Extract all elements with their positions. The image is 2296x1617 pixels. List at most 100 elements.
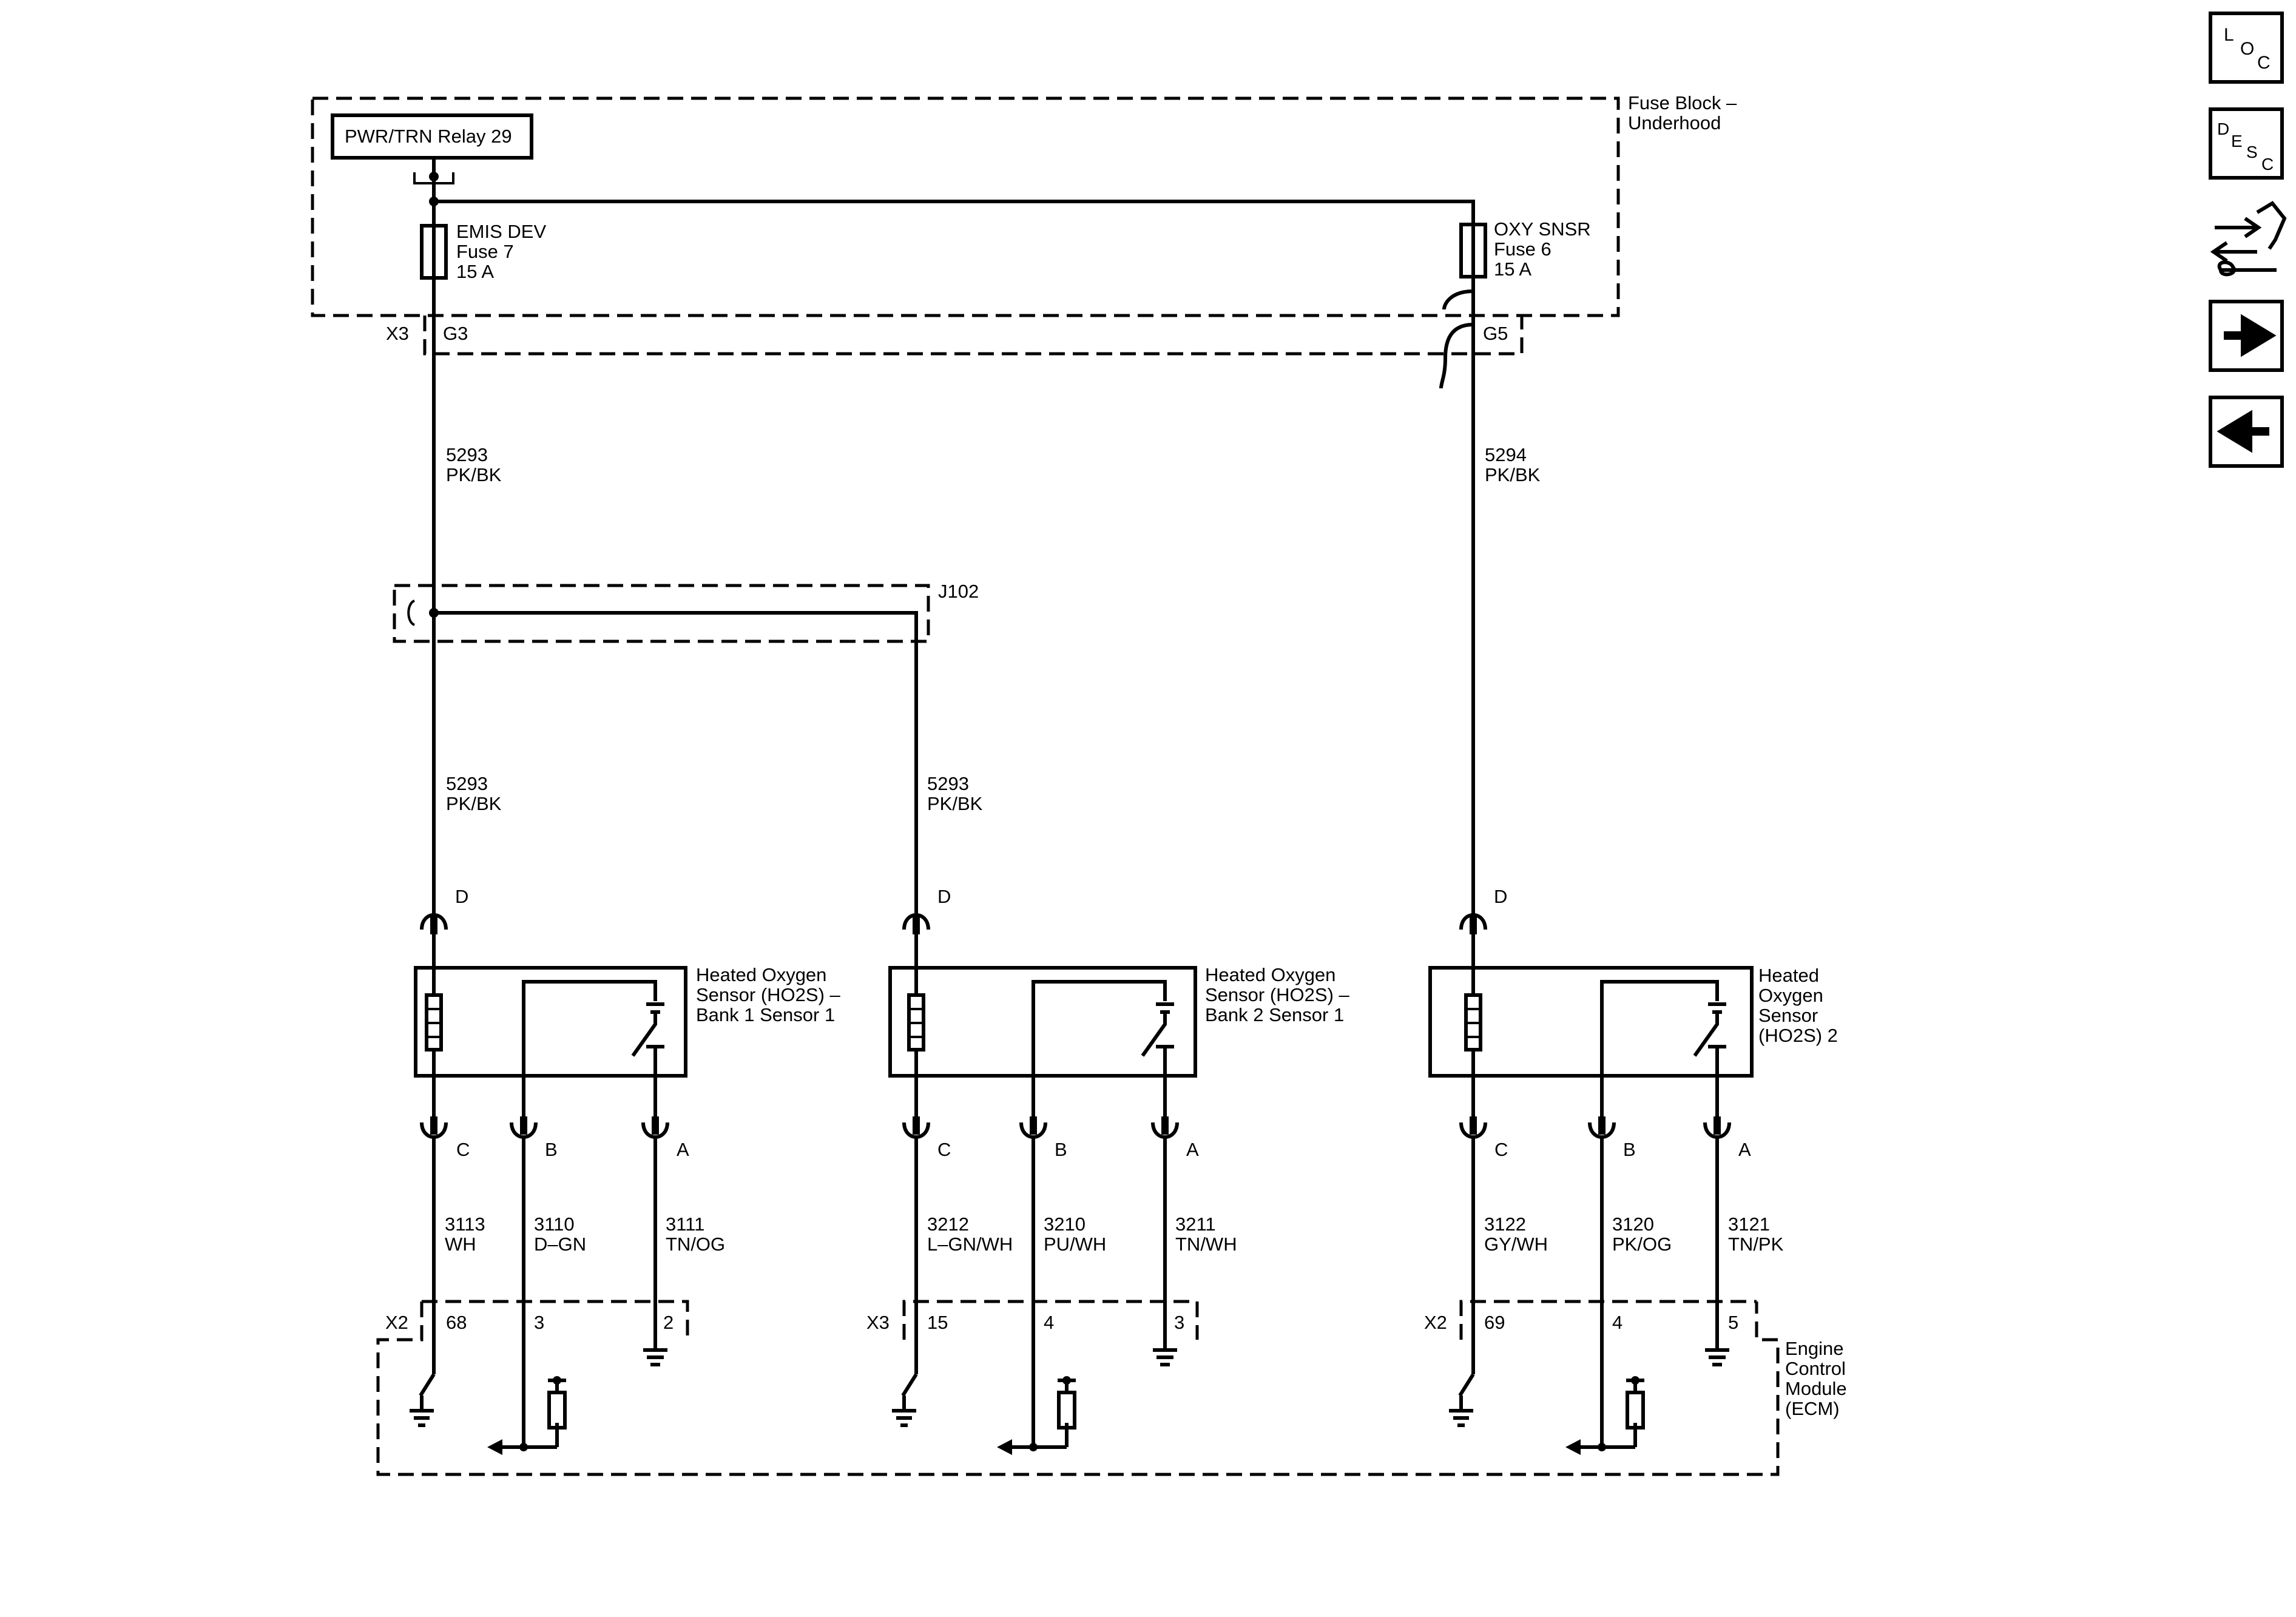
connector-pin	[1470, 1116, 1477, 1135]
ecm-pin-4b: 4	[1612, 1312, 1622, 1333]
wire-3210-circuit: 3210	[1044, 1214, 1086, 1235]
wire-3121-color: TN/PK	[1728, 1234, 1784, 1255]
ecm-switch-ground	[892, 1373, 918, 1427]
wire-5294-color: PK/BK	[1485, 464, 1541, 485]
service-tools-button[interactable]	[2210, 201, 2287, 277]
fuse6-name: OXY SNSR	[1494, 218, 1591, 240]
wire-3113-color: WH	[445, 1234, 476, 1255]
connector-pin	[1161, 1116, 1169, 1135]
ecm-conn-mid: X3	[866, 1312, 890, 1333]
d-conn-3-pin	[1470, 915, 1477, 934]
connector-cup	[1703, 1122, 1731, 1139]
loc-letter-c: C	[2257, 53, 2271, 73]
d-conn-3-label: D	[1494, 886, 1507, 907]
ecm-input-arrow	[1565, 1439, 1581, 1455]
ecm-pin-15: 15	[927, 1312, 948, 1333]
connector-cup	[1459, 1122, 1487, 1139]
connector-pin	[652, 1116, 659, 1135]
next-button-frame	[2209, 300, 2284, 372]
ecm-pin-3a: 3	[534, 1312, 544, 1333]
ecm-signal-node	[1598, 1443, 1606, 1451]
sensor-3-line-1: Heated	[1758, 965, 1819, 986]
previous-button[interactable]	[2209, 396, 2284, 468]
sensor-1-line-1: Heated Oxygen	[696, 964, 826, 985]
wire-5293-color: PK/BK	[446, 464, 502, 485]
sensor-3-cell-top	[1708, 1002, 1726, 1014]
splice-symbol	[407, 599, 416, 626]
next-button[interactable]	[2209, 300, 2284, 372]
ecm-resistor	[1626, 1391, 1645, 1430]
ecm-ref-node	[1062, 1376, 1071, 1385]
sensor-3-signal-path	[1600, 980, 1719, 1076]
bidirectional-arrows-icon	[2210, 217, 2262, 263]
wrench-icon	[2217, 260, 2277, 277]
connector-pin	[430, 1116, 437, 1135]
connector-cup	[420, 1122, 448, 1139]
d-conn-2-label: D	[937, 886, 951, 907]
loc-button[interactable]: L O C	[2209, 12, 2284, 84]
splice-node	[429, 608, 439, 618]
loc-letter-l: L	[2224, 25, 2234, 45]
desc-button[interactable]: D E S C	[2209, 107, 2284, 180]
wire-3111-circuit: 3111	[666, 1214, 704, 1235]
wire-5293-circuit: 5293	[446, 444, 488, 465]
wire-3120-circuit: 3120	[1612, 1214, 1654, 1235]
nav-panel: L O C D E S C	[2209, 12, 2287, 468]
ecm-connector-strips	[422, 1300, 1757, 1340]
ecm-conn-left: X2	[385, 1312, 408, 1333]
sensor-3-heater-lines	[1466, 1008, 1481, 1038]
wire-5293-mid-right-color: PK/BK	[927, 793, 983, 814]
wire-3120-color: PK/OG	[1612, 1234, 1672, 1255]
ecm-line-2: Control	[1785, 1358, 1846, 1379]
wire-3212-circuit: 3212	[927, 1214, 969, 1235]
ecm-pin-68: 68	[446, 1312, 467, 1333]
ecm-pin-4a: 4	[1044, 1312, 1054, 1333]
sensor-3-line-4: (HO2S) 2	[1758, 1025, 1838, 1046]
connector-cups	[420, 1116, 1731, 1139]
sensor-2-line-2: Sensor (HO2S) –	[1205, 984, 1350, 1005]
ecm-input-arrow	[487, 1439, 502, 1455]
ecm-switch-ground	[1449, 1373, 1475, 1427]
ecm: Engine Control Module (ECM) X2 X3 X2 68 …	[376, 1300, 1847, 1476]
wire-3212-color: L–GN/WH	[927, 1234, 1013, 1255]
relay-node	[429, 172, 439, 181]
ecm-ground-icon	[1705, 1348, 1729, 1366]
ecm-resistor	[547, 1391, 567, 1430]
sensor-bank1-sensor1: Heated Oxygen Sensor (HO2S) – Bank 1 Sen…	[414, 964, 841, 1078]
fb-connector-x3: X3	[386, 323, 409, 344]
sensor-bottom-connectors: C B A C B A C B A	[420, 1076, 1751, 1160]
relay-label: PWR/TRN Relay 29	[345, 126, 512, 147]
connector-pin	[1714, 1116, 1721, 1135]
loc-letter-o: O	[2240, 39, 2254, 59]
desc-letter-e: E	[2231, 132, 2243, 150]
ecm-ref-node	[1631, 1376, 1639, 1385]
wire-5293-mid-left-circuit: 5293	[446, 773, 488, 794]
sensor-1-heater-lines	[427, 1008, 441, 1038]
fb-connector-g3: G3	[443, 323, 468, 344]
d-conn-1-pin	[430, 915, 437, 934]
ecm-switch-ground	[410, 1373, 436, 1427]
ecm-input-arrow	[997, 1439, 1012, 1455]
fuse6-rating: 15 A	[1494, 258, 1531, 280]
conn-2-b: B	[1055, 1139, 1067, 1160]
sensor-1-signal-path	[522, 980, 657, 1076]
fuse-block-connector-outline	[423, 316, 1524, 356]
wire-3211-circuit: 3211	[1175, 1214, 1216, 1235]
relay-terminal	[413, 172, 454, 184]
lower-wires	[432, 1138, 1719, 1447]
sensor-3-line-2: Oxygen	[1758, 985, 1823, 1006]
splice-branch	[434, 611, 918, 915]
conn-2-a: A	[1186, 1139, 1199, 1160]
ecm-pin-3b: 3	[1174, 1312, 1184, 1333]
inline-conn-bottom	[1439, 323, 1474, 389]
arrow-left-icon	[2217, 410, 2269, 453]
conn-3-c: C	[1494, 1139, 1508, 1160]
sensor-2-cell-top	[1156, 1002, 1174, 1014]
ecm-ground-icon	[1153, 1348, 1177, 1366]
connector-pin	[1598, 1116, 1606, 1135]
conn-3-b: B	[1623, 1139, 1636, 1160]
wire-3121-circuit: 3121	[1728, 1214, 1770, 1235]
sensor-2-switch	[1141, 1012, 1174, 1076]
sensor-ho2s-2: Heated Oxygen Sensor (HO2S) 2	[1428, 965, 1838, 1078]
wire-3110-color: D–GN	[534, 1234, 586, 1255]
